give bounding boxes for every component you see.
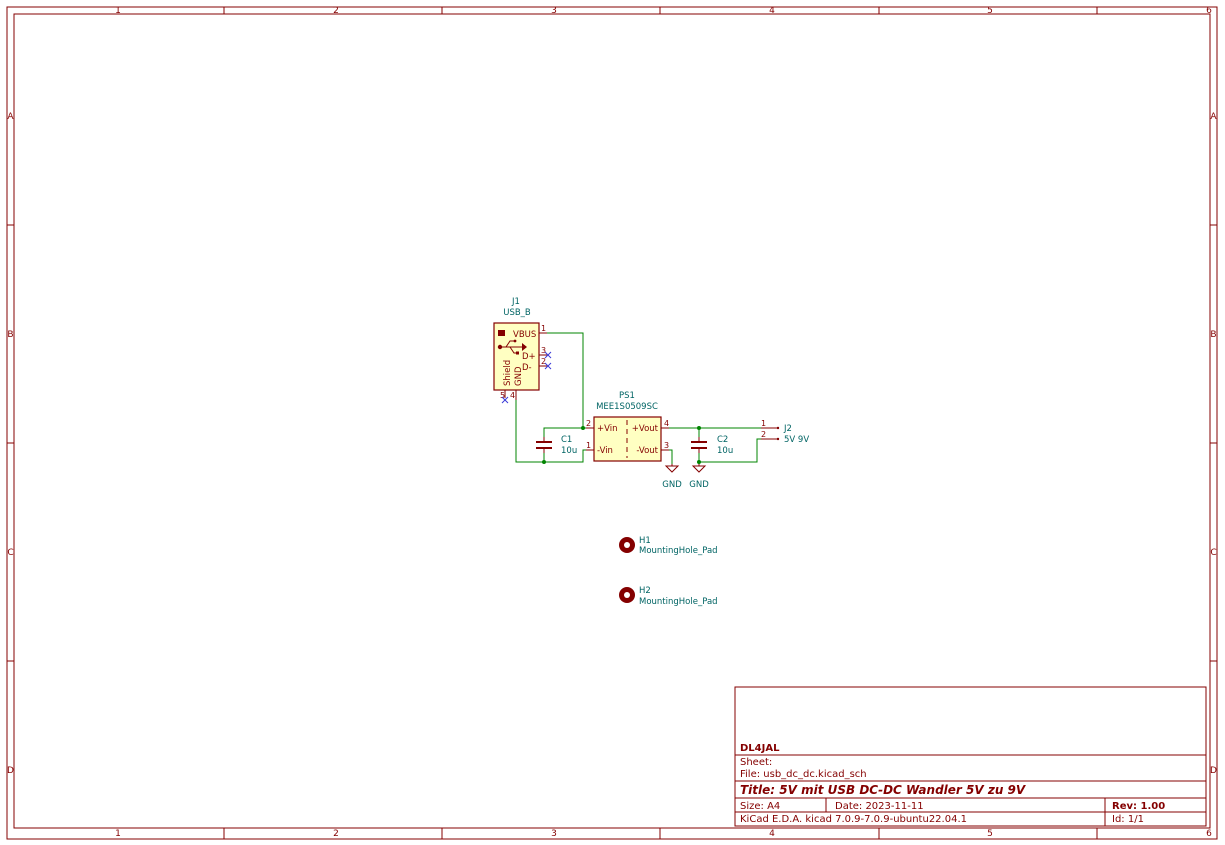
ps1-pin-number: 1 [586,441,591,450]
j1-pin-number: 3 [541,346,546,355]
j1-pin-number: 2 [541,357,546,366]
col-label-top: 6 [1206,6,1212,16]
j1-pin-shield-label: Shield [503,360,513,386]
row-label-left: C [7,548,13,558]
col-label-top: 2 [333,6,339,16]
j2-value: 5V 9V [784,435,809,445]
ps1-pin-number: 2 [586,419,591,428]
j2-ref: J2 [783,424,792,434]
c1-ref: C1 [561,435,572,445]
j1-value: USB_B [503,308,531,318]
revision: Rev: 1.00 [1112,801,1165,812]
h2-value: MountingHole_Pad [639,597,718,607]
col-label-bottom: 2 [333,829,339,839]
col-label-bottom: 5 [987,829,993,839]
sheet-id: Id: 1/1 [1112,814,1144,825]
j1-pin-vbus-label: VBUS [513,330,536,340]
j1-pin-dm-label: D- [522,363,532,373]
usb-b-connector-j1[interactable]: J1 USB_B VBUS D+ D- Shield GND 1 3 2 5 4 [493,297,552,404]
col-label-top: 4 [769,6,775,16]
mounting-hole-h2[interactable]: H2 MountingHole_Pad [619,586,718,607]
row-label-right: B [1210,330,1216,340]
ps1-pin-vin-plus-label: +Vin [597,424,618,434]
ps1-value: MEE1S0509SC [596,402,658,412]
column-ticks [223,7,1098,839]
row-label-right: C [1210,548,1216,558]
h1-ref: H1 [639,536,651,546]
outer-frame [6,6,1218,840]
row-label-left: B [7,330,13,340]
j2-pin-number: 2 [761,430,766,439]
gnd-label: GND [662,480,682,490]
j1-pin-number: 4 [510,391,515,400]
col-label-bottom: 6 [1206,829,1212,839]
inner-frame [13,13,1211,829]
title-block: DL4JAL Sheet: File: usb_dc_dc.kicad_sch … [734,686,1207,827]
sheet-size: Size: A4 [740,801,780,812]
ps1-ref: PS1 [619,391,635,401]
usb-connector-icon [498,330,505,336]
drawing-title: Title: 5V mit USB DC-DC Wandler 5V zu 9V [740,783,1027,797]
j2-pin-number: 1 [761,419,766,428]
col-label-bottom: 4 [769,829,775,839]
capacitor-c1[interactable]: C1 10u [536,435,577,456]
gnd-symbol-1[interactable]: GND [662,464,682,490]
h2-ref: H2 [639,586,651,596]
mounting-hole-h1[interactable]: H1 MountingHole_Pad [619,536,718,556]
dc-dc-converter-ps1[interactable]: PS1 MEE1S0509SC +Vin -Vin +Vout -Vout 2 … [586,391,669,462]
j1-pin-dp-label: D+ [522,352,536,362]
capacitor-c2[interactable]: C2 10u [691,435,733,456]
ps1-pin-vout-plus-label: +Vout [632,424,659,434]
ps1-pin-number: 3 [664,441,669,450]
ps1-pin-vout-minus-label: -Vout [636,446,658,456]
c2-ref: C2 [717,435,728,445]
row-label-right: D [1210,766,1217,776]
output-connector-j2[interactable]: 1 2 J2 5V 9V [761,419,809,445]
col-label-top: 5 [987,6,993,16]
no-connect-marker [544,362,552,370]
col-label-bottom: 3 [551,829,557,839]
row-label-left: A [7,112,14,122]
gnd-label: GND [689,480,709,490]
row-ticks [7,224,1217,662]
ps1-pin-number: 4 [664,419,669,428]
h1-value: MountingHole_Pad [639,546,718,556]
col-label-bottom: 1 [115,829,121,839]
j1-ref: J1 [511,297,520,307]
j1-pin-gnd-label: GND [514,366,524,386]
row-label-left: D [7,766,14,776]
junctions [542,426,701,464]
c1-value: 10u [561,446,577,456]
j1-pin-number: 1 [541,324,546,333]
drawing-date: Date: 2023-11-11 [835,801,924,812]
company-name: DL4JAL [740,743,780,754]
row-label-right: A [1210,112,1217,122]
tool-version: KiCad E.D.A. kicad 7.0.9-7.0.9-ubuntu22.… [740,814,967,825]
gnd-symbol-2[interactable]: GND [689,464,709,490]
usb-symbol-icon [497,339,527,355]
j1-pin-number: 5 [500,391,505,400]
c2-value: 10u [717,446,733,456]
col-label-top: 1 [115,6,121,16]
col-label-top: 3 [551,6,557,16]
ps1-pin-vin-minus-label: -Vin [597,446,613,456]
sheet-label: Sheet: [740,757,772,768]
no-connect-marker [544,351,552,359]
no-connect-marker [501,396,509,404]
file-name: File: usb_dc_dc.kicad_sch [740,769,867,780]
